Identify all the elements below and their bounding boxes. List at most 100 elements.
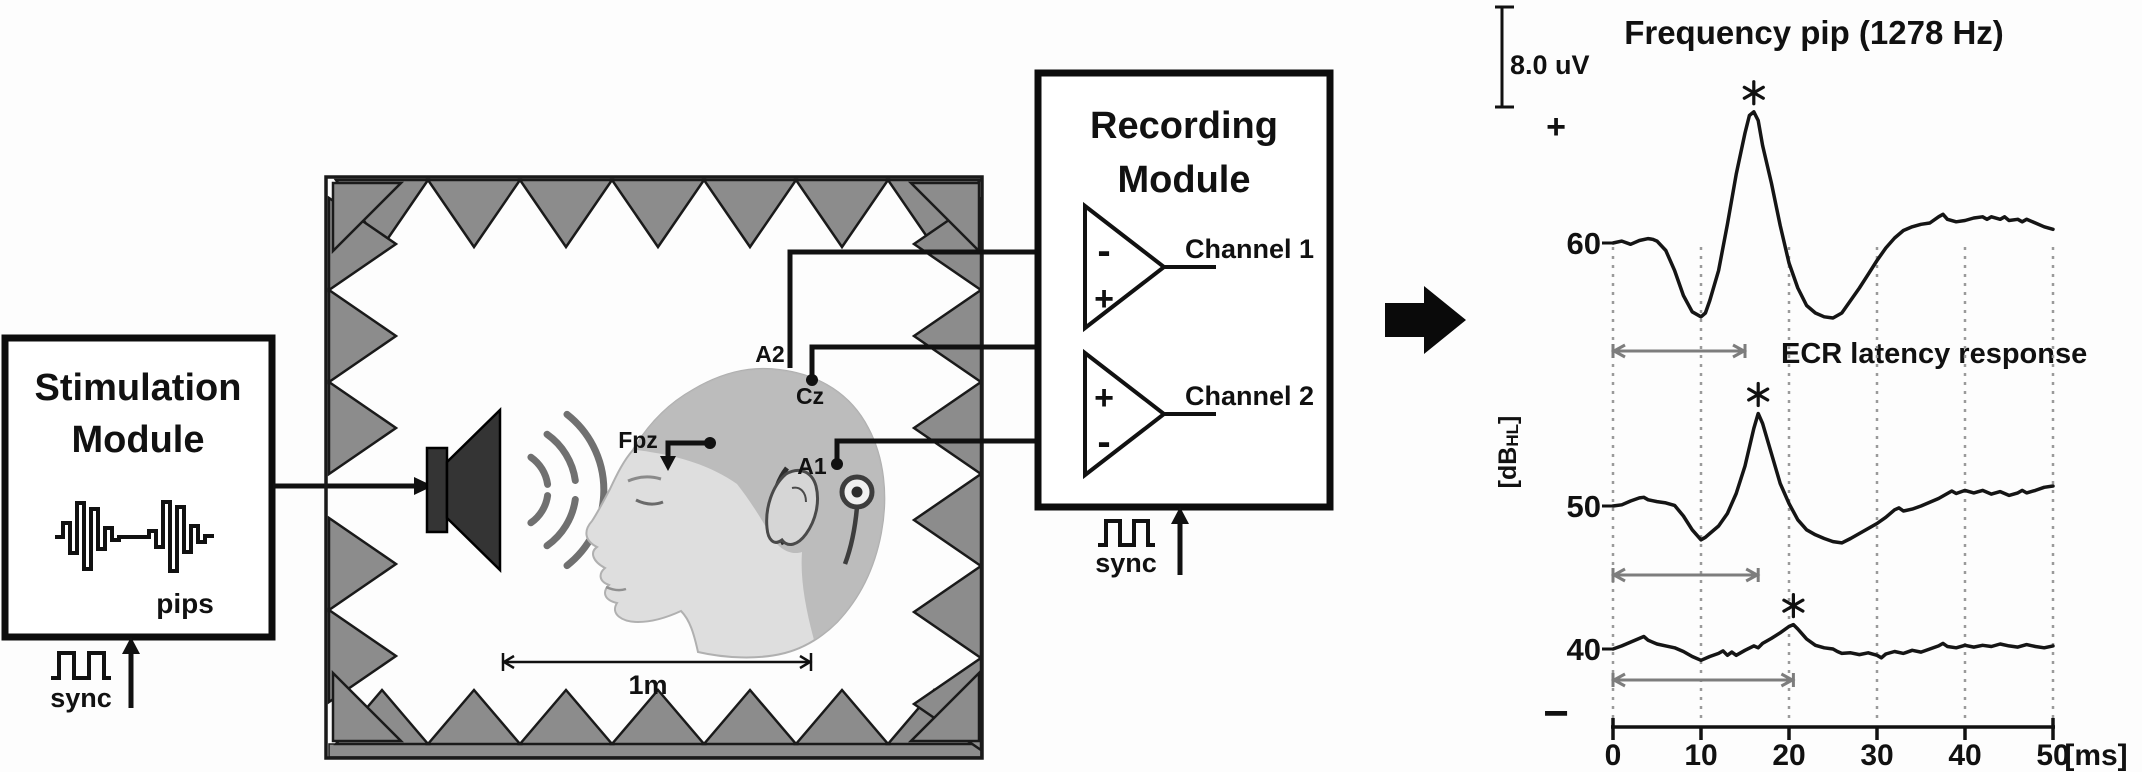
anechoic-wedge-bottom xyxy=(425,688,523,746)
lips xyxy=(605,585,627,592)
star-spoke xyxy=(1782,598,1805,613)
wedge-base-strip xyxy=(328,743,982,758)
polarity-plus-label: + xyxy=(1546,108,1566,146)
anechoic-chamber: 1m A2 Cz xyxy=(324,175,1085,760)
amplifier-triangle-icon xyxy=(1083,201,1168,333)
fpz-electrode-dot xyxy=(704,437,716,449)
eeg-trace-40dbhl xyxy=(1611,622,2055,663)
fpz-ground-wire xyxy=(665,440,710,458)
a2-wire xyxy=(787,249,1085,368)
anechoic-wedge-top xyxy=(701,178,799,250)
channel1-label: Channel 1 xyxy=(1185,234,1314,264)
x-tick-label-0: 0 xyxy=(1605,739,1622,772)
anechoic-wedge-left xyxy=(327,515,399,613)
peak-asterisk-40dbhl xyxy=(1782,593,1805,619)
recording-module-title-line2: Module xyxy=(1118,159,1251,201)
a1-electrode-dot xyxy=(831,458,843,470)
latency-arrowhead-icon xyxy=(1732,343,1748,359)
electrode-label-cz: Cz xyxy=(796,383,824,409)
x-tick-label-40: 40 xyxy=(1948,739,1981,772)
x-tick-label-50: 50 xyxy=(2036,739,2069,772)
electrode-label-fpz: Fpz xyxy=(618,427,658,453)
electrode-label-a2: A2 xyxy=(755,341,784,367)
star-spoke xyxy=(1742,85,1765,100)
anechoic-wedge-corner xyxy=(331,181,405,255)
level-label-60: 60 xyxy=(1567,226,1601,261)
anechoic-wedge-top xyxy=(609,178,707,250)
channel1-bottom-input-sign: + xyxy=(1094,280,1114,318)
anechoic-wedge-corner xyxy=(907,181,981,255)
stimulation-module-title-line2: Module xyxy=(72,419,205,461)
latency-arrowhead-icon xyxy=(1610,343,1626,359)
anechoic-wedge-corner xyxy=(331,669,405,743)
electrode-label-a1: A1 xyxy=(797,453,827,479)
latency-arrow-60dbhl xyxy=(1610,343,1748,359)
anechoic-wedge-top xyxy=(425,178,523,250)
channel1-amplifier: - + Channel 1 xyxy=(1083,201,1314,333)
ground-arrowhead-icon xyxy=(660,456,676,471)
anechoic-wedge-top xyxy=(793,178,891,250)
y-axis-label-bracket: ] xyxy=(1494,416,1522,424)
level-label-50: 50 xyxy=(1567,489,1601,524)
cz-wire xyxy=(809,344,1070,380)
anechoic-wedge-left xyxy=(327,379,399,477)
stimulation-sync-label: sync xyxy=(50,683,112,713)
distance-label: 1m xyxy=(628,670,667,700)
level-label-40: 40 xyxy=(1567,632,1601,667)
channel2-label: Channel 2 xyxy=(1185,381,1314,411)
channel2-bottom-input-sign: - xyxy=(1097,420,1110,464)
loudspeaker-icon xyxy=(425,407,502,573)
recording-sync-label: sync xyxy=(1095,548,1157,578)
sound-waves-icon xyxy=(527,410,608,570)
response-plot: Frequency pip (1278 Hz) 8.0 uV + − [dBHL… xyxy=(1494,5,2128,772)
channel1-top-input-sign: - xyxy=(1097,229,1110,273)
latency-arrowhead-icon xyxy=(1610,567,1626,583)
stimulus-flow-arrowhead-icon xyxy=(414,477,433,495)
anechoic-wedge-bottom xyxy=(517,688,615,746)
anechoic-wedge-right xyxy=(911,471,983,569)
head-scalp-cap xyxy=(633,368,885,640)
plot-title: Frequency pip (1278 Hz) xyxy=(1624,14,2004,51)
stimulation-module: Stimulation Module pips sync xyxy=(1,334,433,713)
speaker-cone xyxy=(445,407,502,573)
anechoic-wedge-top xyxy=(517,178,615,250)
chamber-wall-outline xyxy=(324,175,984,760)
stimulation-module-box xyxy=(1,334,276,641)
subject-head xyxy=(585,367,886,659)
peak-asterisk-60dbhl xyxy=(1742,80,1765,106)
result-flow-arrow-icon xyxy=(1385,286,1466,354)
channel2-top-input-sign: + xyxy=(1094,379,1114,417)
sync-square-wave-icon xyxy=(1098,519,1155,547)
y-axis-label-db: [dB xyxy=(1494,447,1522,489)
x-tick-label-10: 10 xyxy=(1684,739,1717,772)
anechoic-wedge-bottom xyxy=(793,688,891,746)
eeg-trace-50dbhl xyxy=(1611,411,2055,545)
anechoic-wedge-right xyxy=(911,563,983,661)
anechoic-wedge-left xyxy=(327,607,399,705)
anechoic-wedge-right xyxy=(911,379,983,477)
scale-bar-label: 8.0 uV xyxy=(1510,50,1590,80)
peak-asterisk-50dbhl xyxy=(1747,381,1770,408)
earlobe-clip-electrode xyxy=(839,474,875,565)
y-axis-label: [dBHL] xyxy=(1494,416,1522,489)
anechoic-wedge-bottom xyxy=(701,688,799,746)
latency-arrow-40dbhl xyxy=(1610,672,1796,688)
amplifier-triangle-icon xyxy=(1083,348,1168,480)
latency-arrow-50dbhl xyxy=(1610,567,1761,583)
sync-up-arrowhead-icon xyxy=(1171,507,1189,524)
anechoic-wedge-bottom xyxy=(609,688,707,746)
amplitude-scale-bar xyxy=(1495,5,1514,109)
sync-square-wave-icon xyxy=(51,651,111,680)
ear xyxy=(765,469,820,547)
star-spoke xyxy=(1747,387,1770,402)
x-tick-label-20: 20 xyxy=(1772,739,1805,772)
closed-eye xyxy=(635,498,664,506)
recording-module-title-line1: Recording xyxy=(1090,105,1278,147)
plot-dynamic-content: 0 10 20 30 40 50 60 50 40 xyxy=(1567,80,2070,772)
recording-module: Recording Module - + Channel 1 + - Chann… xyxy=(1034,69,1334,578)
latency-arrowhead-icon xyxy=(1610,672,1626,688)
latency-arrowhead-icon xyxy=(1780,672,1796,688)
x-tick-label-30: 30 xyxy=(1860,739,1893,772)
ear-inner-fold xyxy=(791,486,807,503)
